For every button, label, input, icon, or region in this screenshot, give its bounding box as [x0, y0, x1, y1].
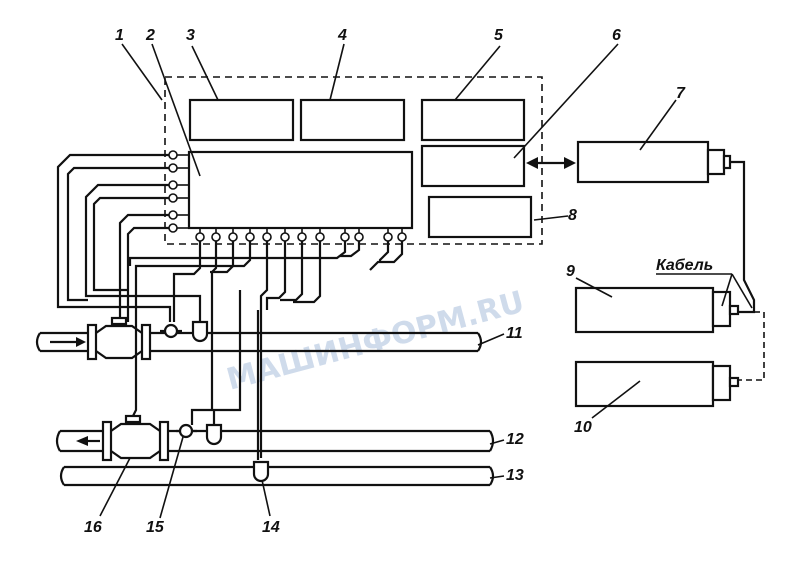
block-4 [299, 98, 406, 142]
label-9: 9 [566, 263, 575, 280]
labels: 1 2 3 4 5 6 7 8 9 10 11 12 13 14 15 16 К… [84, 27, 713, 536]
block-6 [420, 144, 526, 188]
label-8: 8 [568, 207, 577, 224]
pipeline-13 [59, 465, 495, 487]
link-arrow [526, 157, 576, 169]
left-terminals [168, 150, 189, 233]
bottom-terminals [195, 228, 407, 242]
label-10: 10 [574, 419, 592, 436]
device-10 [574, 360, 740, 408]
block-8 [427, 195, 533, 239]
label-cable: Кабель [656, 257, 713, 274]
block-3 [188, 98, 295, 142]
valve-upper [86, 316, 152, 361]
leader-lines [99, 43, 677, 519]
sensor-14 [252, 460, 270, 483]
pipeline-12 [55, 429, 495, 453]
label-12: 12 [506, 431, 524, 448]
label-13: 13 [506, 467, 524, 484]
valve-lower-16 [101, 414, 170, 462]
label-2: 2 [145, 27, 155, 44]
label-4: 4 [337, 27, 347, 44]
device-9 [574, 286, 740, 334]
device-7 [576, 140, 732, 184]
sensors-lower-15 [176, 423, 223, 446]
left-wiring [56, 153, 202, 322]
control-unit-enclosure [164, 76, 543, 245]
label-5: 5 [494, 27, 504, 44]
label-7: 7 [676, 85, 686, 102]
label-15: 15 [146, 519, 165, 536]
block-5 [420, 98, 526, 142]
bottom-wiring [128, 241, 404, 460]
label-6: 6 [612, 27, 621, 44]
label-14: 14 [262, 519, 280, 536]
cable [656, 160, 765, 381]
label-11: 11 [506, 325, 523, 342]
sensors-upper [160, 320, 209, 343]
label-1: 1 [115, 27, 124, 44]
label-16: 16 [84, 519, 102, 536]
label-3: 3 [186, 27, 195, 44]
watermark: МАШИНФОРМ.RU [223, 285, 528, 398]
block-2-main [187, 150, 414, 230]
